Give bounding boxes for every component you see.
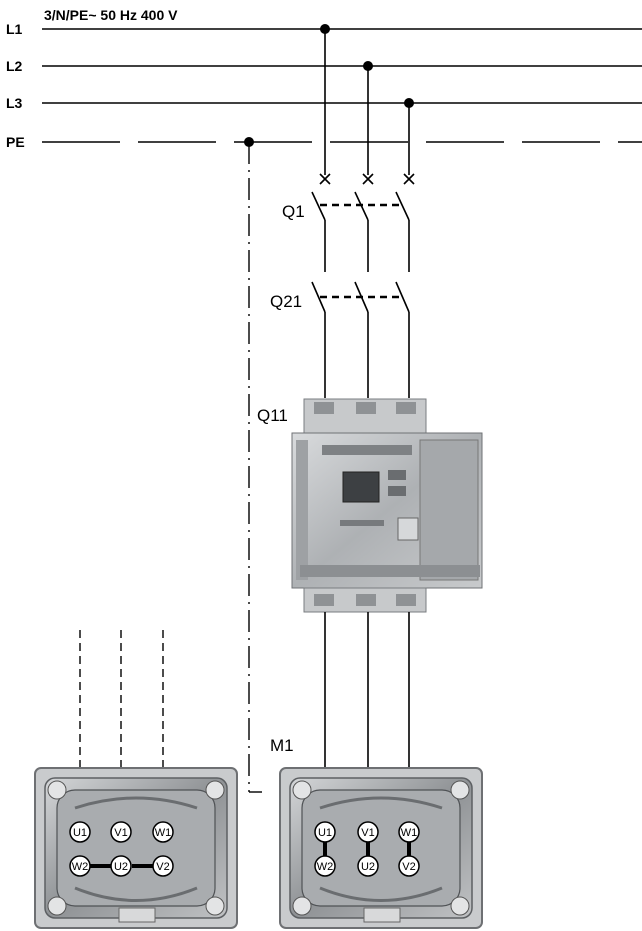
supply-lines	[42, 28, 642, 143]
line-label-l3: L3	[6, 95, 23, 111]
terminal-circles	[69, 821, 420, 877]
label-m1: M1	[270, 736, 294, 755]
term-motor-u2: U2	[361, 861, 375, 873]
motor-bridges	[323, 842, 411, 856]
label-q11: Q11	[257, 406, 288, 425]
term-motor-w1: W1	[401, 827, 418, 839]
pe-conductor	[248, 142, 262, 793]
label-q21: Q21	[270, 292, 302, 311]
breaker-q1	[311, 173, 415, 272]
term-motor-u1: U1	[318, 827, 332, 839]
term-left-w2: W2	[72, 861, 89, 873]
terminal-box-motor	[278, 766, 484, 930]
junction-dots	[244, 24, 414, 147]
terminal-box-left	[33, 766, 239, 930]
term-left-u2: U2	[114, 861, 128, 873]
term-motor-w2: W2	[317, 861, 334, 873]
term-left-w1: W1	[155, 827, 172, 839]
term-left-v1: V1	[114, 827, 127, 839]
supply-spec: 3/N/PE~ 50 Hz 400 V	[44, 7, 178, 23]
contactor-q21	[311, 281, 410, 398]
label-q1: Q1	[282, 202, 305, 221]
alternative-leads	[79, 630, 164, 830]
term-left-u1: U1	[73, 827, 87, 839]
line-label-pe: PE	[6, 134, 25, 150]
line-label-l2: L2	[6, 58, 23, 74]
term-motor-v2: V2	[402, 861, 415, 873]
term-left-v2: V2	[156, 861, 169, 873]
soft-starter-q11	[291, 398, 483, 613]
line-label-l1: L1	[6, 21, 23, 37]
term-motor-v1: V1	[361, 827, 374, 839]
phase-drops	[324, 29, 410, 175]
